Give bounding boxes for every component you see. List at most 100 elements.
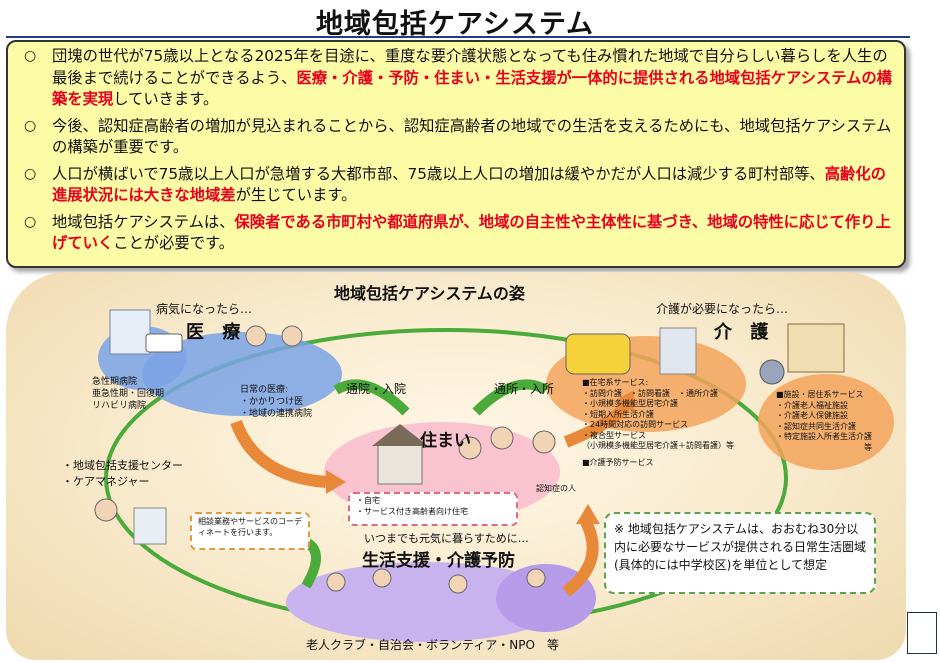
intro-bullet: ○ 人口が横ばいで75歳以上人口が急増する大都市部、75歳以上人口の増加は緩やかだ… — [18, 164, 894, 207]
elderly-man-icon — [490, 426, 514, 450]
housing-items-box: ・自宅 ・サービス付き高齢者向け住宅 — [348, 492, 518, 526]
volunteer-icon — [448, 574, 468, 594]
housing-item: ・サービス付き高齢者向け住宅 — [356, 506, 468, 516]
bullet-text: していきます。 — [113, 90, 219, 108]
medical-blob — [142, 332, 342, 416]
home-service-item: ■介護予防サービス — [582, 457, 654, 467]
care-manager-icon — [94, 498, 118, 522]
exercise-group-icon — [372, 568, 392, 588]
bullet-text: 今後、認知症高齢者の増加が見込まれることから、認知症高齢者の地域での生活を支える… — [52, 116, 892, 157]
doctor-icon — [245, 325, 267, 347]
care-blob-facility — [758, 374, 894, 470]
nurse-icon — [281, 325, 303, 347]
care-manager-label: ・ケアマネジャー — [62, 475, 150, 488]
arrow-visit-hospital — [333, 379, 410, 416]
home-service-item: （小規模多機能型居宅介護＋訪問看護）等 — [582, 441, 734, 450]
bullet-text: 地域包括ケアシステムは、 — [52, 212, 235, 231]
bullet-circle-icon: ○ — [24, 213, 37, 230]
intro-panel: ○ 団塊の世代が75歳以上となる2025年を目途に、重度な要介護状態となっても住み… — [6, 40, 906, 268]
bullet-text: が生じています。 — [235, 186, 357, 204]
arrowhead-care — [616, 390, 634, 412]
dementia-person-icon — [532, 430, 556, 454]
support-center-label: ・地域包括支援センター — [62, 459, 183, 472]
housing-item: ・自宅 — [356, 496, 380, 505]
home-service-item: ・複合型サービス — [582, 430, 646, 440]
home-service-item: ・短期入所生活介護 — [582, 409, 654, 419]
intro-bullet: ○ 団塊の世代が75歳以上となる2025年を目途に、重度な要介護状態となっても住み… — [18, 46, 894, 111]
facility-service-item: ・介護老人福祉施設 — [776, 400, 848, 410]
highlight-text: 高齢化の進展状況には大きな地域差 — [52, 164, 886, 205]
hospital-item: 亜急性期・回復期 — [92, 389, 165, 399]
hospital-list: 急性期病院 亜急性期・回復期 リハビリ病院 — [92, 376, 164, 412]
daily-medical-item: ・地域の連携病院 — [240, 409, 313, 419]
highlight-text: 保険者である市町村や都道府県が、地域の自主性や主体性に基づき、地域の特性に応じて… — [52, 212, 891, 253]
medical-caption: 病気になったら… — [156, 302, 253, 316]
highlight-text: 医療・介護・予防・住まい・生活支援が一体的に提供される地域包括ケアシステムの構築… — [52, 68, 892, 109]
home-service-item: ■在宅系サービス: — [582, 378, 649, 387]
life-groups: 老人クラブ・自治会・ボランティア・NPO 等 — [306, 638, 559, 652]
housing-items: ・自宅 ・サービス付き高齢者向け住宅 — [350, 494, 516, 519]
facility-service-item: ■施設・居住系サービス — [776, 390, 864, 399]
dementia-person-label: 認知症の人 — [536, 484, 576, 493]
support-center-building-icon — [133, 507, 167, 545]
support-center-labels: ・地域包括支援センター ・ケアマネジャー — [62, 458, 183, 490]
home-service-item: ・24時間対応の訪問サービス — [582, 420, 689, 429]
bullet-text: ことが必要です。 — [113, 234, 235, 252]
facility-services-list: ■施設・居住系サービス ・介護老人福祉施設 ・介護老人保健施設 ・認知症共同生活… — [776, 390, 872, 453]
elderly-walker-icon — [326, 572, 346, 592]
daily-medical-item: ・かかりつけ医 — [240, 397, 304, 407]
diagram-title: 地域包括ケアシステムの姿 — [334, 284, 525, 303]
arrow-medical-to-home — [230, 419, 327, 488]
hospital-item: 急性期病院 — [92, 377, 138, 387]
bullet-circle-icon: ○ — [24, 117, 37, 134]
ambulance-icon — [145, 333, 183, 353]
housing-heading: 住まい — [420, 431, 471, 451]
page-title: 地域包括ケアシステム — [315, 9, 595, 40]
arrowhead-life — [576, 504, 600, 524]
bullet-text: 人口が横ばいで75歳以上人口が急増する大都市部、75歳以上人口の増加は緩やかだが… — [52, 164, 825, 183]
arrow-home-to-care — [563, 400, 632, 448]
home-service-item: ・訪問介護 ・訪問看護 ・通所介護 — [582, 388, 718, 398]
daily-medical-item: 日常の医療: — [240, 385, 289, 395]
medical-heading: 医 療 — [186, 322, 247, 343]
diagram-graphics — [94, 309, 894, 642]
coordination-box: 相談業務やサービスのコーディネートを行います。 — [190, 512, 310, 550]
arrow-life-to-home — [562, 519, 599, 597]
visit-hospital-label: 通院・入院 — [346, 382, 407, 396]
house-roof-icon — [372, 424, 428, 446]
hospital-building-icon — [109, 309, 151, 355]
bullet-circle-icon: ○ — [24, 48, 37, 64]
facility-service-item: ・特定施設入所者生活介護 — [776, 432, 872, 441]
bullet-text: 団塊の世代が75歳以上となる2025年を目途に、重度な要介護状態となっても住み慣… — [52, 47, 888, 87]
visit-care-label: 通所・入所 — [494, 382, 555, 396]
care-van-icon — [565, 333, 631, 375]
hospital-item: リハビリ病院 — [92, 401, 147, 411]
house-icon — [377, 443, 423, 485]
facility-service-item: ・認知症共同生活介護 — [776, 421, 856, 431]
life-caption: いつまでも元気に暮らすために… — [364, 532, 529, 545]
daily-medical-list: 日常の医療: ・かかりつけ医 ・地域の連携病院 — [240, 384, 312, 420]
title-rule — [6, 36, 910, 38]
slide-nav-button[interactable] — [907, 612, 937, 654]
coordination-text: 相談業務やサービスのコーディネートを行います。 — [198, 517, 302, 537]
home-services-list: ■在宅系サービス: ・訪問介護 ・訪問看護 ・通所介護 ・小規模多機能型居宅介護… — [582, 378, 734, 468]
arrowhead-medical — [326, 470, 346, 494]
elderly-person-icon — [458, 436, 482, 460]
life-blob — [286, 562, 566, 642]
care-caption: 介護が必要になったら… — [656, 302, 789, 316]
care-facility-building-icon — [659, 327, 697, 375]
home-service-item: ・小規模多機能型居宅介護 — [582, 399, 678, 408]
facility-service-item: ・介護老人保健施設 — [776, 411, 848, 420]
wheelchair-icon — [759, 359, 785, 385]
note-box: ※ 地域包括ケアシステムは、おおむね30分以内に必要なサービスが提供される日常生… — [604, 512, 876, 594]
note-text: ※ 地域包括ケアシステムは、おおむね30分以内に必要なサービスが提供される日常生… — [614, 522, 867, 572]
diagram-panel: 地域包括ケアシステムの姿 病気になったら… 医 療 急性期病院 亜急性期・回復期… — [6, 272, 906, 660]
facility-service-item: 等 — [864, 442, 872, 452]
care-heading: 介 護 — [714, 322, 775, 343]
arrow-visit-care — [472, 379, 549, 416]
walking-couple-icon — [526, 568, 546, 588]
nursing-home-building-icon — [787, 323, 845, 373]
life-heading: 生活支援・介護予防 — [362, 551, 515, 571]
bullet-circle-icon: ○ — [24, 165, 37, 182]
intro-bullet: ○ 今後、認知症高齢者の増加が見込まれることから、認知症高齢者の地域での生活を支え… — [18, 116, 894, 159]
